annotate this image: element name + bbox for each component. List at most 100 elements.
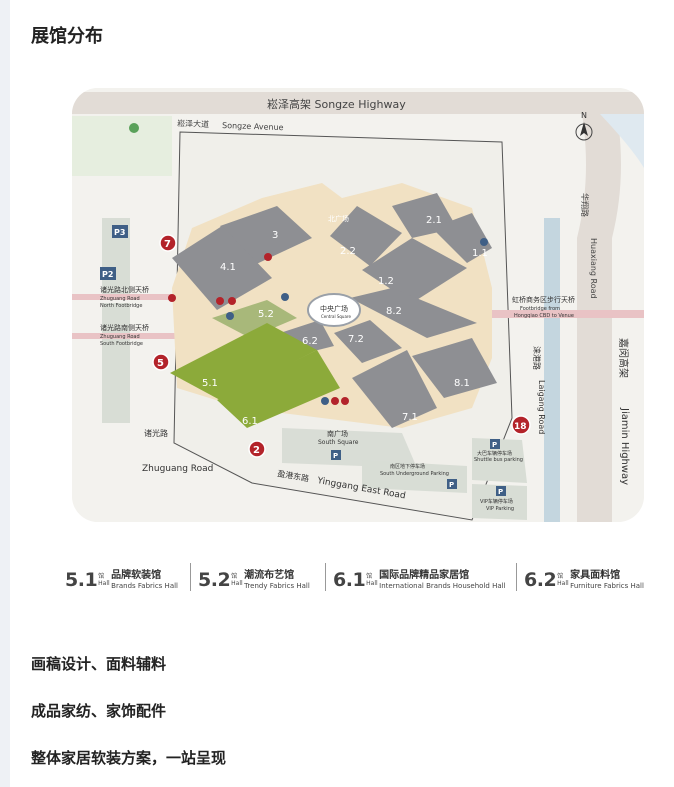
gate-7-marker[interactable]: 7 xyxy=(159,234,177,252)
svg-text:Central Square: Central Square xyxy=(321,314,351,319)
hall-block-1-1 xyxy=(432,213,492,263)
east-accessibility-icon xyxy=(480,238,488,246)
parking-p3-label: P3 xyxy=(114,228,125,237)
gate-2-marker[interactable]: 2 xyxy=(248,440,266,458)
hall-label-1-2: 1.2 xyxy=(378,276,394,287)
hall-block-8-2 xyxy=(350,288,477,338)
legend-hall-en: Trendy Fabrics Hall xyxy=(244,581,310,590)
songze-highway-strip xyxy=(72,92,644,114)
hall-label-8-1: 8.1 xyxy=(454,378,470,389)
south-square-cn: 南广场 xyxy=(327,429,348,438)
north-plaza-label: 北广场 xyxy=(328,214,349,223)
shuttle-parking-icon xyxy=(490,439,500,449)
hongqiao-footbridge xyxy=(482,310,644,318)
parking-p3-icon xyxy=(112,225,128,238)
south-parking-icon xyxy=(447,479,457,489)
south-footbridge-en2: South Footbridge xyxy=(100,341,143,347)
shuttle-parking-area xyxy=(472,438,527,483)
north-arrow-icon: N xyxy=(575,111,593,141)
service-icon xyxy=(226,312,234,320)
central-square: 中央广场 Central Square xyxy=(307,293,361,327)
vip-parking-area xyxy=(472,484,527,520)
parking-lot-p2 xyxy=(102,303,130,423)
hall-label-5-1: 5.1 xyxy=(202,378,218,389)
vip-parking-cn: VIP车辆停车场 xyxy=(480,498,513,505)
south-parking-cn: 南区地下停车场 xyxy=(390,463,425,470)
shuttle-parking-cn: 大巴车辆停车场 xyxy=(477,450,512,457)
river xyxy=(544,218,560,522)
hongqiao-footbridge-cn: 虹桥商务区步行天桥 xyxy=(512,295,575,304)
shuttle-parking-p: P xyxy=(492,441,497,449)
legend-hall-en: Brands Fabrics Hall xyxy=(111,581,178,590)
hall-block-8-1 xyxy=(412,338,497,398)
legend-separator xyxy=(516,563,517,591)
hall-label-8-2: 8.2 xyxy=(386,306,402,317)
parking-p2-icon xyxy=(100,267,116,280)
hall-block-7-2 xyxy=(334,320,402,363)
svg-text:18: 18 xyxy=(514,422,527,432)
south-footbridge xyxy=(72,333,192,339)
hall-label-3: 3 xyxy=(272,230,278,241)
legend-separator xyxy=(325,563,326,591)
south-service-icon xyxy=(321,397,329,405)
hall-label-2-2: 2.2 xyxy=(340,246,356,257)
hall-block-1-2 xyxy=(362,238,467,303)
zhuguang-road-en: Zhuguang Road xyxy=(142,464,213,474)
vip-parking-icon xyxy=(496,486,506,496)
hall-block-4-1 xyxy=(172,226,272,310)
hall-label-6-2: 6.2 xyxy=(302,336,318,347)
hall-label-5-2: 5.2 xyxy=(258,309,274,320)
legend-hall-en: International Brands Household Hall xyxy=(379,581,506,590)
info-icon xyxy=(216,297,224,305)
south-info-icon xyxy=(331,397,339,405)
hall-block-6-1 xyxy=(217,350,340,428)
section-heading: 展馆分布 xyxy=(31,26,103,47)
jiamin-highway-en: Jiamin Highway xyxy=(619,407,630,485)
south-square-en: South Square xyxy=(318,439,359,446)
songze-avenue-cn: 崧泽大道 xyxy=(177,118,209,129)
metro-icon xyxy=(129,123,139,133)
gate-5-marker[interactable]: 5 xyxy=(152,353,170,371)
huaxiang-road-cn: 华翔路 xyxy=(580,193,590,217)
north-footbridge xyxy=(72,294,182,300)
south-square-area xyxy=(282,428,417,468)
laigang-road-en: Laigang Road xyxy=(537,380,546,434)
south-restaurant-icon xyxy=(341,397,349,405)
legend-hall-cn: 品牌软装馆 xyxy=(111,569,162,581)
south-parking-en: South Underground Parking xyxy=(380,471,449,477)
hongqiao-footbridge-en2: Hongqiao CBD to Venue xyxy=(514,313,574,319)
svg-text:7: 7 xyxy=(164,239,171,250)
hall-block-7-1 xyxy=(352,350,437,428)
svg-text:5: 5 xyxy=(157,358,164,369)
south-footbridge-cn: 诸光路南侧天桥 xyxy=(100,323,149,332)
vip-parking-p: P xyxy=(498,488,503,496)
svg-text:2: 2 xyxy=(253,445,260,456)
laigang-road-cn: 涞港路 xyxy=(532,346,542,370)
accessibility-icon xyxy=(281,293,289,301)
north-footbridge-en1: Zhuguang Road xyxy=(100,296,140,302)
huaxiang-road-en: Huaxiang Road xyxy=(589,238,598,299)
hall-block-2-2 xyxy=(330,206,402,266)
venue-map[interactable]: 崧泽高架 Songze Highway 华翔路 Huaxiang Road 嘉闵… xyxy=(72,88,644,522)
south-footbridge-en1: Zhuguang Road xyxy=(100,334,140,340)
feature-line-1: 画稿设计、面料辅料 xyxy=(31,655,167,673)
legend-separator xyxy=(190,563,191,591)
legend-hall-number: 5.1 xyxy=(65,569,98,591)
hall-label-2-1: 2.1 xyxy=(426,215,442,226)
south-square-parking-label: P xyxy=(333,452,338,460)
restroom-icon xyxy=(264,253,272,261)
gate-18-marker[interactable]: 18 xyxy=(511,415,531,435)
south-square-parking-icon xyxy=(331,450,341,460)
feature-line-2: 成品家纺、家饰配件 xyxy=(31,702,167,720)
south-underground-parking xyxy=(362,460,467,493)
songze-avenue-en: Songze Avenue xyxy=(222,121,284,132)
park-area xyxy=(72,116,172,176)
